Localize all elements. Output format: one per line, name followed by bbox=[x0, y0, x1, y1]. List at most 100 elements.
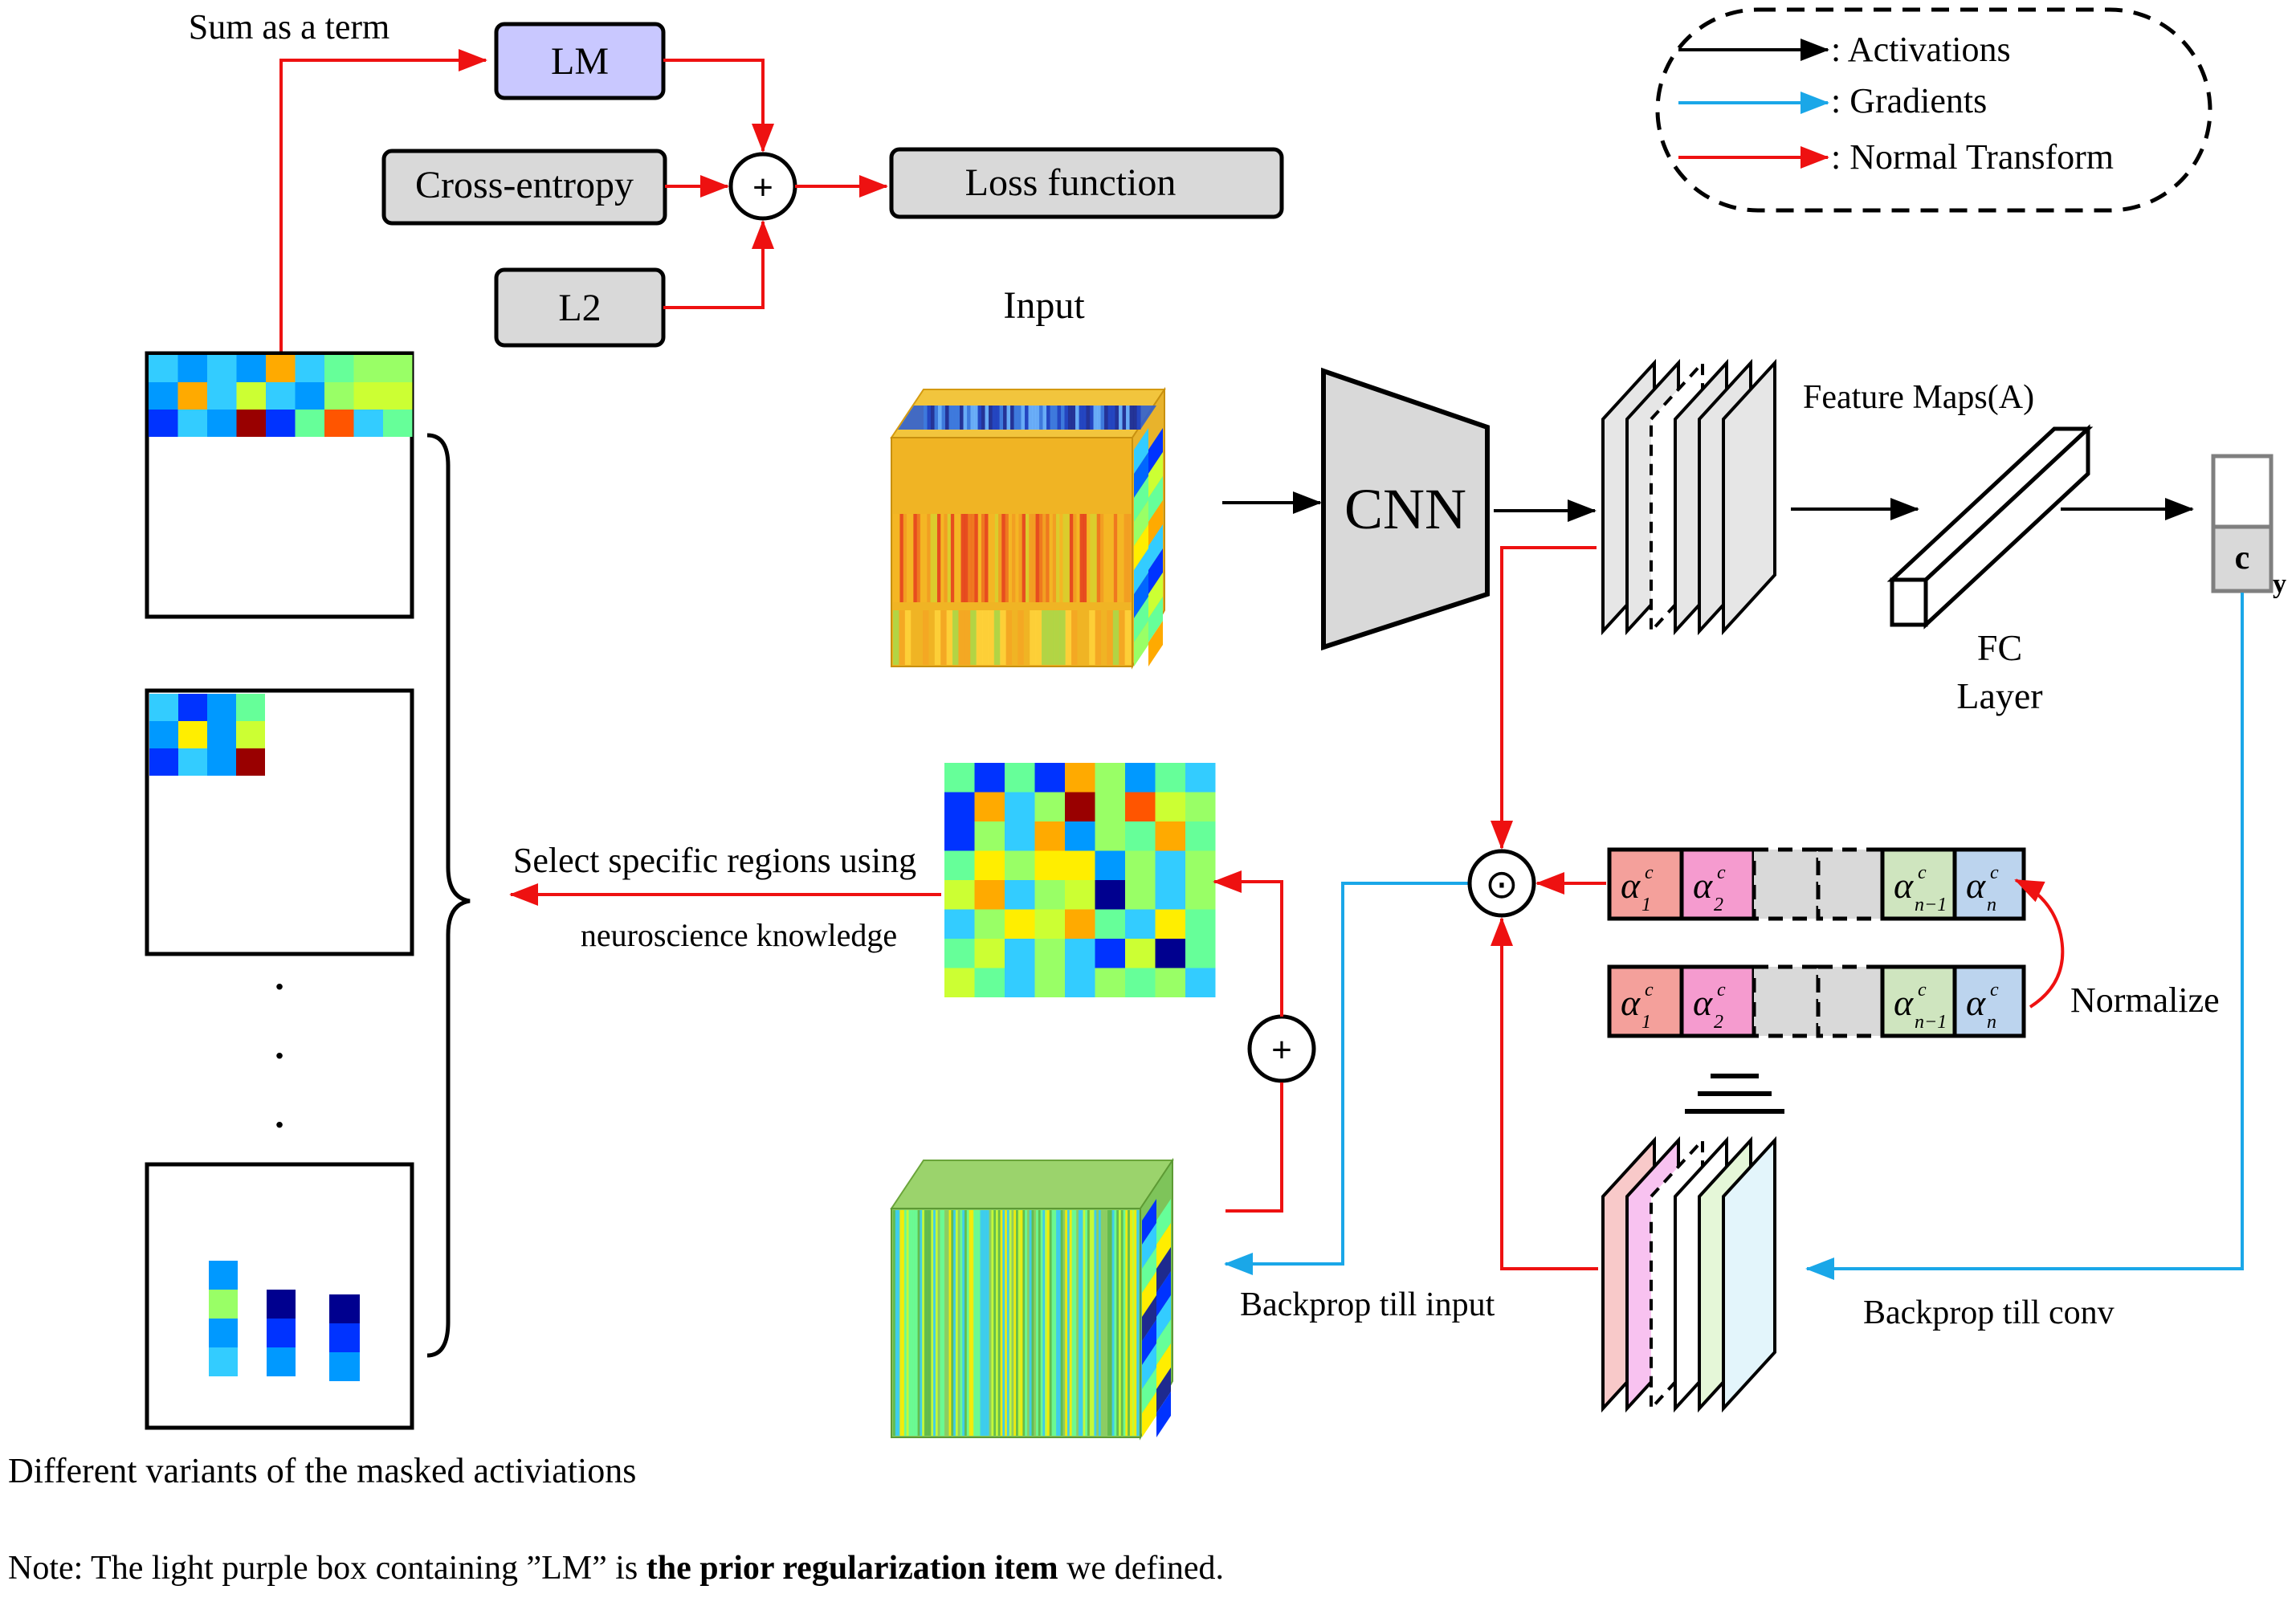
cube-texture bbox=[913, 1210, 916, 1436]
cube-texture bbox=[1005, 1210, 1008, 1436]
ellipsis-dot-3: · bbox=[271, 1096, 288, 1153]
cube-texture bbox=[1035, 406, 1040, 430]
output-vector bbox=[2211, 454, 2274, 593]
lm-label: LM bbox=[551, 40, 609, 83]
cube-texture bbox=[931, 1210, 934, 1436]
cube-texture bbox=[982, 1210, 985, 1436]
cube-texture bbox=[923, 610, 929, 665]
alpha-subscript: n−1 bbox=[1915, 895, 1947, 915]
cube-texture bbox=[1066, 1210, 1071, 1436]
cube-texture bbox=[899, 1210, 903, 1436]
cube-texture bbox=[1111, 1210, 1115, 1436]
heatmap-cell bbox=[236, 721, 265, 748]
cube-texture bbox=[1109, 1210, 1113, 1436]
heatmap-cell bbox=[1065, 821, 1095, 851]
cube-texture bbox=[960, 406, 964, 430]
input-label: Input bbox=[1003, 284, 1085, 327]
heatmap-cell bbox=[1155, 763, 1185, 793]
cube-texture bbox=[902, 1210, 905, 1436]
heatmap-cell bbox=[207, 694, 236, 721]
cube-texture bbox=[1080, 1210, 1083, 1436]
cube-texture bbox=[941, 406, 946, 430]
cube-texture bbox=[1042, 1210, 1046, 1436]
cube-texture bbox=[1115, 406, 1119, 430]
heatmap-cell bbox=[1185, 968, 1216, 997]
cube-texture bbox=[1023, 610, 1030, 665]
cube-texture bbox=[1062, 1210, 1066, 1436]
heatmap-cell bbox=[236, 748, 265, 776]
cube-texture bbox=[940, 514, 944, 602]
alpha-subscript: 1 bbox=[1641, 895, 1651, 915]
cube-texture bbox=[1156, 1392, 1171, 1437]
cube-texture bbox=[960, 1210, 963, 1436]
cube-texture bbox=[1020, 1210, 1023, 1436]
cube-texture bbox=[928, 610, 936, 665]
heatmap-cell bbox=[329, 1352, 360, 1381]
cube-texture bbox=[928, 1210, 932, 1436]
cube-texture bbox=[1046, 406, 1050, 430]
cube-texture bbox=[924, 1210, 928, 1436]
alpha-placeholder bbox=[1816, 964, 1885, 1038]
cube-texture bbox=[1129, 406, 1134, 430]
cube-texture bbox=[1068, 406, 1072, 430]
cube-texture bbox=[1156, 1223, 1171, 1269]
cube-texture bbox=[1083, 406, 1087, 430]
normalize-arrow bbox=[2014, 878, 2065, 1009]
cube-texture bbox=[1021, 406, 1026, 430]
note-suffix: we defined. bbox=[1058, 1550, 1224, 1587]
cube-texture bbox=[1142, 1223, 1156, 1269]
cube-texture bbox=[1134, 548, 1148, 594]
arrow-l2-to-sum bbox=[663, 220, 774, 309]
alpha-placeholder bbox=[1752, 847, 1821, 921]
cube-texture bbox=[1089, 1210, 1093, 1436]
cube-texture bbox=[1142, 1295, 1156, 1341]
heatmap-cell bbox=[324, 410, 354, 437]
heatmap-cell bbox=[267, 1319, 296, 1347]
cube-texture bbox=[1090, 406, 1094, 430]
cube-texture bbox=[927, 514, 932, 602]
cube-texture bbox=[971, 514, 975, 602]
mask-caption: Different variants of the masked activia… bbox=[8, 1451, 636, 1490]
cube-texture bbox=[1059, 514, 1063, 602]
cube-texture bbox=[1035, 610, 1042, 665]
cube-texture bbox=[942, 1210, 945, 1436]
heatmap-cell bbox=[266, 355, 296, 382]
heatmap-cell bbox=[1065, 909, 1095, 939]
cube-texture bbox=[933, 1210, 936, 1436]
cube-texture bbox=[991, 514, 996, 602]
cube-texture bbox=[1073, 514, 1077, 602]
alpha-symbol: α bbox=[1894, 865, 1914, 906]
cube-texture bbox=[958, 610, 965, 665]
input-volume-cube bbox=[890, 386, 1166, 670]
heatmap-cell bbox=[267, 1290, 296, 1319]
arrow-backprop-to-input bbox=[1224, 882, 1502, 1275]
cube-texture bbox=[1107, 406, 1112, 430]
cube-texture bbox=[897, 1210, 900, 1436]
cube-texture bbox=[908, 1210, 911, 1436]
cube-texture bbox=[1032, 406, 1036, 430]
cube-texture bbox=[1126, 406, 1130, 430]
cube-texture bbox=[970, 406, 975, 430]
cube-texture bbox=[1122, 406, 1127, 430]
cube-texture bbox=[951, 1210, 954, 1436]
cube-texture bbox=[1134, 1210, 1137, 1436]
heatmap-cell bbox=[1005, 909, 1035, 939]
heatmap-cell bbox=[1095, 792, 1125, 821]
cube-texture bbox=[935, 1210, 939, 1436]
mask-variants: · · · Different variants of the masked a… bbox=[8, 351, 636, 1490]
arrow-features-to-hadamard bbox=[1491, 546, 1597, 850]
cube-texture bbox=[916, 610, 924, 665]
cube-texture bbox=[934, 610, 941, 665]
cube-texture bbox=[1074, 1210, 1077, 1436]
cube-texture bbox=[1045, 1210, 1048, 1436]
heatmap-cell bbox=[178, 694, 207, 721]
alpha-placeholder bbox=[1816, 847, 1885, 921]
heatmap-cell bbox=[1155, 909, 1185, 939]
cube-texture bbox=[910, 514, 914, 602]
cube-texture bbox=[1096, 1210, 1099, 1436]
cube-texture bbox=[974, 514, 979, 602]
cube-texture bbox=[1031, 1210, 1034, 1436]
forward-pipeline: Input CNN Feature Maps(A) FC Laye bbox=[890, 284, 2286, 716]
heatmap-cell bbox=[974, 968, 1005, 997]
alpha-symbol: α bbox=[1693, 982, 1713, 1023]
